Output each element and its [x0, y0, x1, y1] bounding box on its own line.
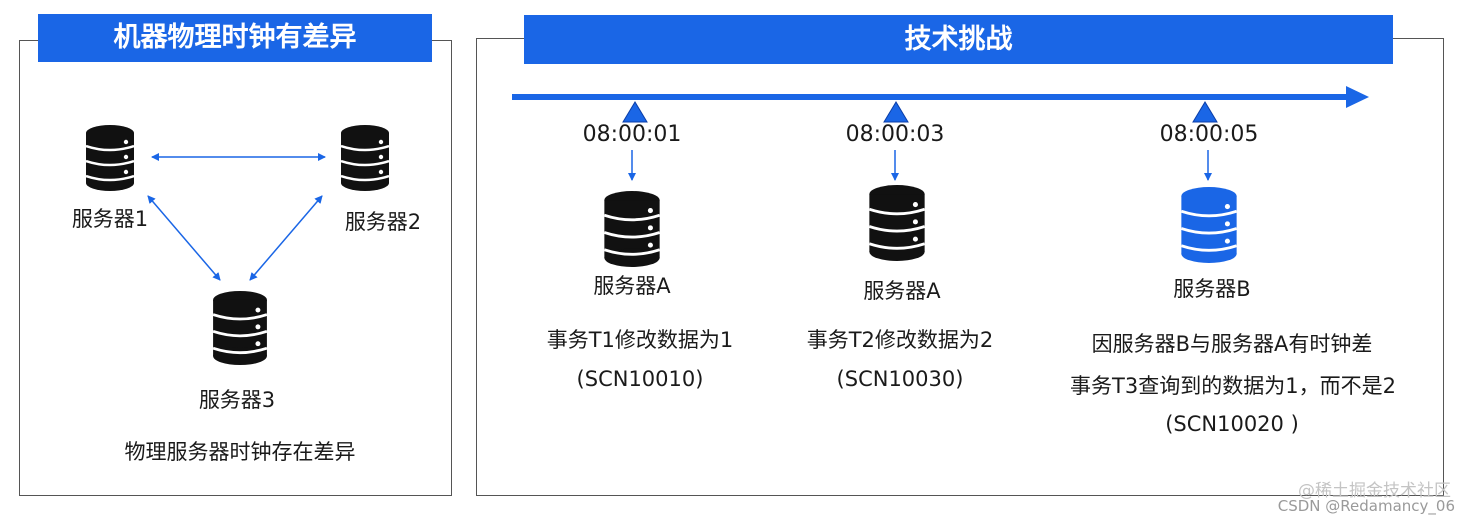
event-scn-3: (SCN10020 ) — [1165, 412, 1299, 436]
server-label-3: 服务器3 — [198, 388, 276, 412]
timeline-arrowhead — [1346, 86, 1369, 108]
server-label-b: 服务器B — [1173, 277, 1251, 301]
server-label-a-1: 服务器A — [593, 274, 671, 298]
database-icon — [604, 191, 660, 267]
time-label-1: 08:00:01 — [582, 122, 682, 147]
watermark-juejin: @稀土掘金技术社区 — [1298, 481, 1451, 501]
database-icon — [341, 125, 389, 191]
left-panel-title: 机器物理时钟有差异 — [38, 14, 432, 62]
link-server2-server3 — [249, 195, 323, 281]
event-text-1: 事务T1修改数据为1 — [546, 328, 734, 352]
watermark-csdn: CSDN @Redamancy_06 — [1277, 497, 1455, 515]
event-scn-2: (SCN10030) — [836, 367, 964, 391]
link-server1-server3 — [147, 195, 221, 281]
database-icon-highlighted — [1181, 187, 1237, 263]
time-marker-3 — [1192, 101, 1218, 123]
server-label-2: 服务器2 — [344, 210, 422, 234]
left-panel-caption: 物理服务器时钟存在差异 — [124, 440, 356, 464]
event-text-3b: 事务T3查询到的数据为1，而不是2 — [1070, 374, 1396, 398]
time-label-3: 08:00:05 — [1159, 122, 1259, 147]
server-label-a-2: 服务器A — [863, 279, 941, 303]
event-scn-1: (SCN10010) — [576, 367, 704, 391]
server-label-1: 服务器1 — [71, 207, 149, 231]
time-label-2: 08:00:03 — [845, 122, 945, 147]
database-icon — [869, 185, 925, 261]
event-text-3a: 因服务器B与服务器A有时钟差 — [1091, 332, 1373, 356]
right-panel-title: 技术挑战 — [524, 15, 1393, 64]
database-icon — [213, 291, 267, 365]
event-text-2: 事务T2修改数据为2 — [806, 328, 994, 352]
time-marker-2 — [883, 101, 909, 123]
database-icon — [86, 125, 134, 191]
time-marker-1 — [622, 101, 648, 123]
